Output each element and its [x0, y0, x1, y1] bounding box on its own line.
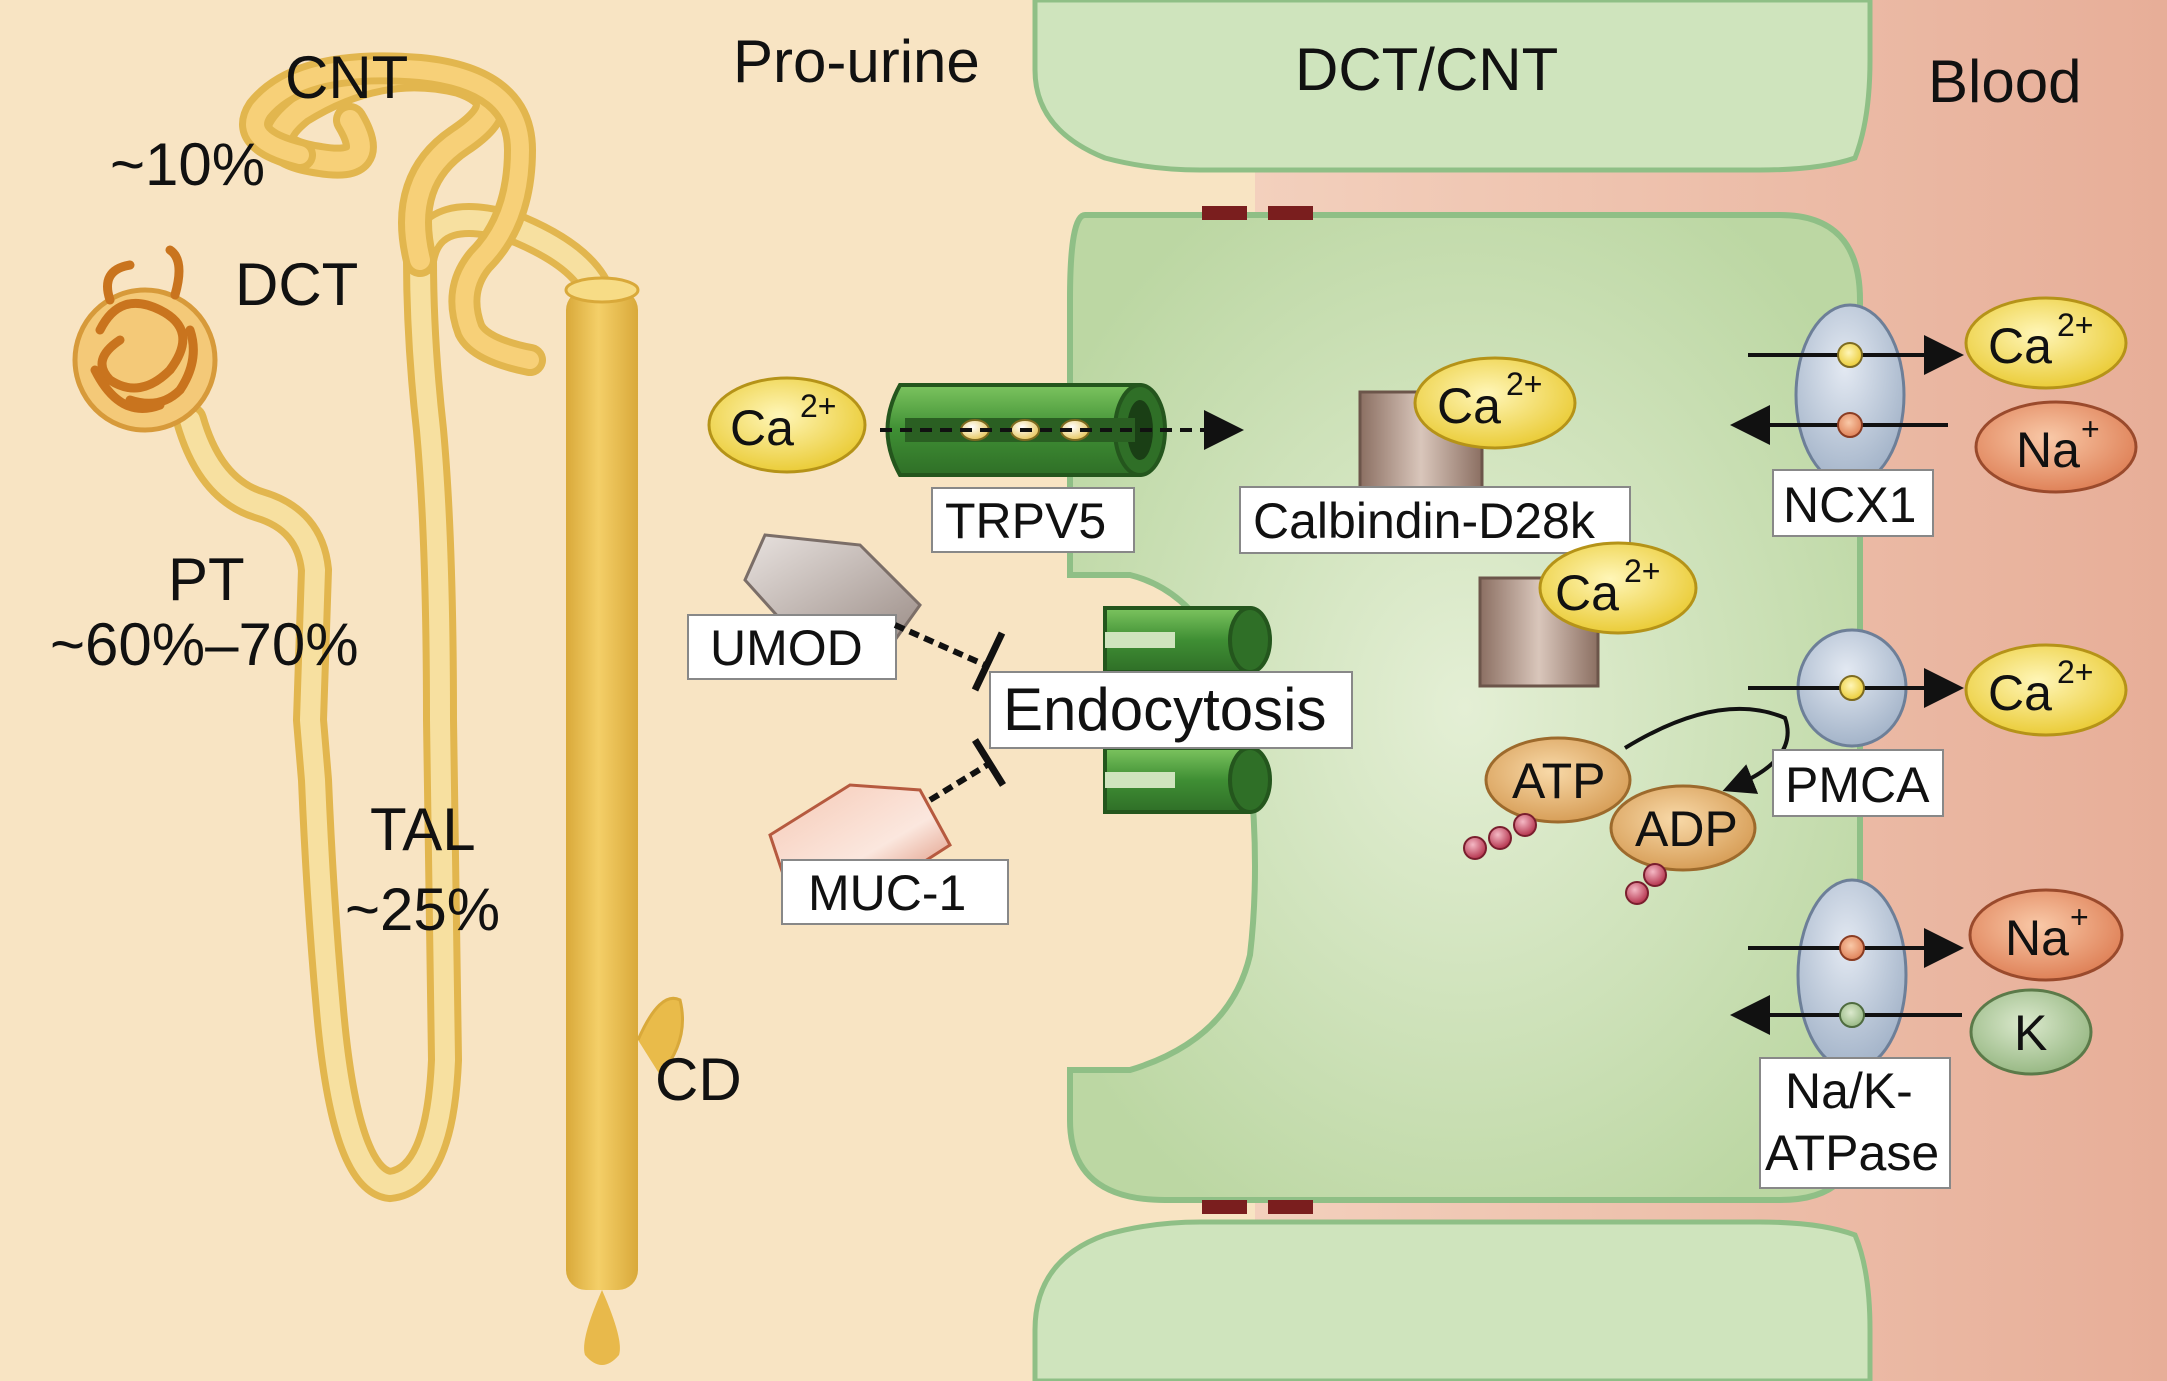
ncx1-ca-base: Ca [1988, 318, 2052, 374]
dct-label: DCT [235, 251, 358, 318]
nak-label-box [1759, 1057, 1951, 1189]
muc1-inhibition-bar [972, 738, 1006, 787]
upper-cell [1032, 0, 1873, 173]
nak-na-ion [1968, 888, 2124, 982]
cd-label: CD [655, 1046, 742, 1113]
ncx1-label: NCX1 [1783, 477, 1916, 533]
nak-k-site [1839, 1002, 1865, 1028]
ncx1-label-box [1772, 469, 1934, 537]
pt-label: PT [168, 546, 245, 613]
atp-label: ATP [1512, 753, 1606, 809]
calbindin-label: Calbindin-D28k [1253, 493, 1596, 549]
calbindin-ca-base: Ca [1437, 378, 1501, 434]
ncx1-ca-ion [1964, 296, 2128, 390]
urine-drop [584, 1290, 620, 1365]
muc1-label-box [781, 859, 1009, 925]
cd-branch [636, 997, 684, 1076]
collecting-duct-top [564, 276, 640, 304]
adp-label: ADP [1635, 801, 1738, 857]
muc1-label: MUC-1 [808, 865, 966, 921]
calbindin-ca-ion-2 [1538, 541, 1698, 635]
luminal-ca-base: Ca [730, 400, 794, 456]
calbindin-ca-charge: 2+ [1506, 366, 1542, 402]
umod-label-box [687, 614, 897, 680]
nak-atpase-pump [1796, 878, 1908, 1072]
calbindin-ca-base-2: Ca [1555, 565, 1619, 621]
cnt-label: CNT [285, 44, 408, 111]
nak-k-ion [1969, 988, 2093, 1076]
nak-label-line1: Na/K- [1785, 1063, 1913, 1119]
nak-k-label: K [2014, 1005, 2047, 1061]
calbindin-ca-charge-2: 2+ [1624, 553, 1660, 589]
luminal-ca-charge: 2+ [800, 388, 836, 424]
umod-inhibition-bar [971, 631, 1006, 692]
luminal-ca-ion [707, 376, 867, 474]
pt-percent: ~60%–70% [50, 611, 359, 678]
ncx1-ca-site [1837, 342, 1863, 368]
nak-na-charge: + [2070, 899, 2089, 935]
adp-molecule [1609, 784, 1757, 872]
ncx1-transporter [1794, 303, 1906, 487]
ncx1-ca-charge: 2+ [2057, 307, 2093, 343]
nephron-schematic [72, 52, 684, 1365]
pmca-label: PMCA [1785, 757, 1930, 813]
pmca-ca-charge: 2+ [2057, 654, 2093, 690]
trpv5-label: TRPV5 [945, 493, 1106, 549]
tight-junctions [1202, 206, 1313, 1214]
endocytosed-channel-upper [1103, 606, 1272, 674]
ncx1-na-base: Na [2016, 422, 2080, 478]
nak-label-line2: ATPase [1765, 1125, 1939, 1181]
atp-hydrolysis-arrow [1623, 706, 1790, 794]
umod-inhibition-line [893, 622, 987, 668]
endocytosis-label-box [989, 671, 1353, 749]
collecting-duct [566, 290, 638, 1290]
cnt-percent: ~10% [110, 131, 265, 198]
adp-phosphates [1625, 863, 1667, 905]
calbindin-label-box [1239, 486, 1631, 554]
muc1-inhibition-line [928, 759, 994, 803]
ncx1-na-charge: + [2081, 411, 2100, 447]
prourine-header: Pro-urine [733, 28, 980, 95]
lower-cell [1032, 1219, 1873, 1381]
pmca-ca-ion [1964, 643, 2128, 737]
nak-na-site [1839, 935, 1865, 961]
umod-label: UMOD [710, 620, 863, 676]
blood-header: Blood [1928, 48, 2081, 115]
endocytosed-channel-lower [1103, 746, 1272, 814]
nak-na-base: Na [2005, 910, 2069, 966]
cnt-upper-arc-inner [246, 59, 539, 369]
pmca-ca-base: Ca [1988, 665, 2052, 721]
ncx1-na-ion [1974, 400, 2138, 494]
tal-percent: ~25% [345, 876, 500, 943]
tal-label: TAL [370, 796, 476, 863]
atp-phosphates [1463, 813, 1537, 860]
pmca-ca-site [1839, 675, 1865, 701]
glomerulus-tuft [90, 245, 198, 413]
atp-molecule [1484, 736, 1632, 824]
endocytosis-label: Endocytosis [1003, 676, 1327, 743]
ncx1-na-site [1837, 412, 1863, 438]
trpv5-label-box [931, 487, 1135, 553]
calbindin-ca-ion [1413, 356, 1577, 450]
dct-cnt-header: DCT/CNT [1295, 36, 1558, 103]
pmca-label-box [1772, 749, 1944, 817]
